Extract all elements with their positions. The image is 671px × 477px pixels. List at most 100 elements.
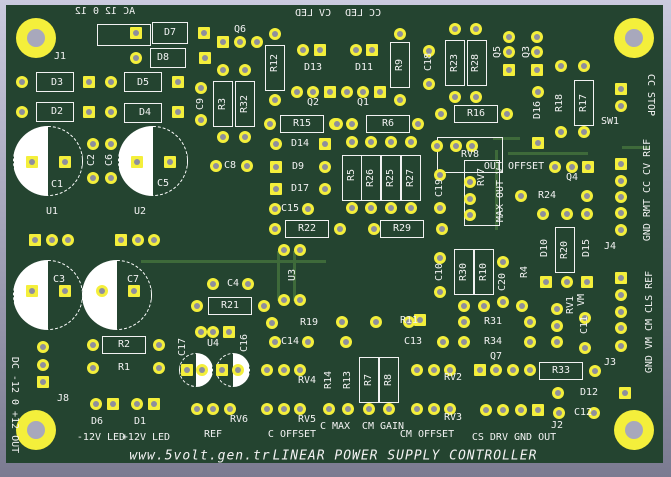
round-pad (615, 289, 627, 301)
square-pad (414, 314, 426, 326)
copper-trace (508, 152, 588, 155)
round-pad (37, 341, 49, 353)
silkscreen-label-cc-led: CC LED (344, 8, 382, 19)
round-pad (105, 106, 117, 118)
ref-designator-d7: D7 (163, 27, 177, 38)
ref-designator-c15: C15 (280, 203, 300, 214)
round-pad (412, 118, 424, 130)
round-pad (458, 300, 470, 312)
round-pad (302, 203, 314, 215)
square-pad (619, 387, 631, 399)
silkscreen-label-c-offset: C OFFSET (267, 429, 317, 440)
ref-designator-c9: C9 (195, 97, 206, 111)
round-pad (87, 339, 99, 351)
ref-designator-r7: R7 (363, 373, 374, 387)
round-pad (480, 404, 492, 416)
ref-designator-r5: R5 (346, 168, 357, 182)
round-pad (195, 82, 207, 94)
ref-designator-c2: C2 (86, 153, 97, 167)
ref-designator-d14: D14 (290, 138, 310, 149)
square-pad (199, 52, 211, 64)
square-pad (314, 44, 326, 56)
round-pad (434, 202, 446, 214)
component-outline (366, 115, 410, 133)
ref-designator-u1: U1 (45, 206, 59, 217)
ref-designator-c14: C14 (280, 336, 300, 347)
ref-designator-r3: R3 (217, 97, 228, 111)
round-pad (503, 46, 515, 58)
ref-designator-c3: C3 (52, 274, 66, 285)
square-pad (164, 156, 176, 168)
component-outline (539, 362, 583, 380)
round-pad (537, 208, 549, 220)
component-outline (445, 40, 465, 86)
round-pad (551, 303, 563, 315)
square-pad (107, 398, 119, 410)
ref-designator-c19: C19 (434, 178, 445, 198)
round-pad (615, 175, 627, 187)
ref-designator-u2: U2 (133, 206, 147, 217)
ref-designator-u3: U3 (287, 268, 298, 282)
square-pad (532, 137, 544, 149)
square-pad (83, 106, 95, 118)
round-pad (516, 300, 528, 312)
round-pad (331, 118, 343, 130)
ref-designator-q4: Q4 (565, 172, 579, 183)
round-pad (470, 91, 482, 103)
square-pad (582, 161, 594, 173)
round-pad (62, 234, 74, 246)
square-pad (474, 364, 486, 376)
round-pad (363, 403, 375, 415)
round-pad (435, 108, 447, 120)
round-pad (464, 209, 476, 221)
ref-designator-rv1: RV1 (565, 295, 576, 315)
ref-designator-c13: C13 (403, 336, 423, 347)
round-pad (431, 140, 443, 152)
ref-designator-d11: D11 (354, 62, 374, 73)
silkscreen-label-j4: GND RMT CC CV REF (642, 138, 653, 242)
square-pad (83, 76, 95, 88)
ref-designator-rv8: RV8 (460, 149, 480, 160)
round-pad (507, 364, 519, 376)
round-pad (450, 140, 462, 152)
ref-designator-c18: C18 (423, 52, 434, 72)
ref-designator-d10: D10 (539, 238, 550, 258)
round-pad (105, 76, 117, 88)
ref-designator-r17: R17 (578, 93, 589, 113)
component-outline (36, 102, 74, 122)
silkscreen-label-pos-led: +12V LED (121, 432, 171, 443)
mounting-hole (614, 410, 654, 450)
round-pad (383, 403, 395, 415)
component-outline (124, 72, 162, 92)
round-pad (16, 76, 28, 88)
ref-designator-r33: R33 (551, 365, 571, 376)
round-pad (105, 172, 117, 184)
round-pad (16, 106, 28, 118)
round-pad (291, 86, 303, 98)
ref-designator-r8: R8 (383, 373, 394, 387)
ref-designator-r29: R29 (392, 223, 412, 234)
round-pad (579, 342, 591, 354)
square-pad (26, 285, 38, 297)
ref-designator-rv3: RV3 (443, 412, 463, 423)
copper-trace (493, 137, 520, 140)
silkscreen-label-j3: GND VM CM CLS REF (644, 270, 655, 374)
round-pad (251, 36, 263, 48)
round-pad (87, 172, 99, 184)
round-pad (615, 340, 627, 352)
round-pad (210, 160, 222, 172)
component-outline (454, 249, 474, 295)
square-pad (181, 364, 193, 376)
ref-designator-r22: R22 (297, 223, 317, 234)
round-pad (551, 336, 563, 348)
component-outline (280, 115, 324, 133)
ref-designator-q6: Q6 (233, 24, 247, 35)
round-pad (615, 224, 627, 236)
round-pad (436, 223, 448, 235)
component-outline (97, 24, 151, 46)
ref-designator-q1: Q1 (356, 97, 370, 108)
round-pad (323, 403, 335, 415)
square-pad (29, 234, 41, 246)
component-outline (574, 80, 594, 126)
ref-designator-d13: D13 (303, 62, 323, 73)
